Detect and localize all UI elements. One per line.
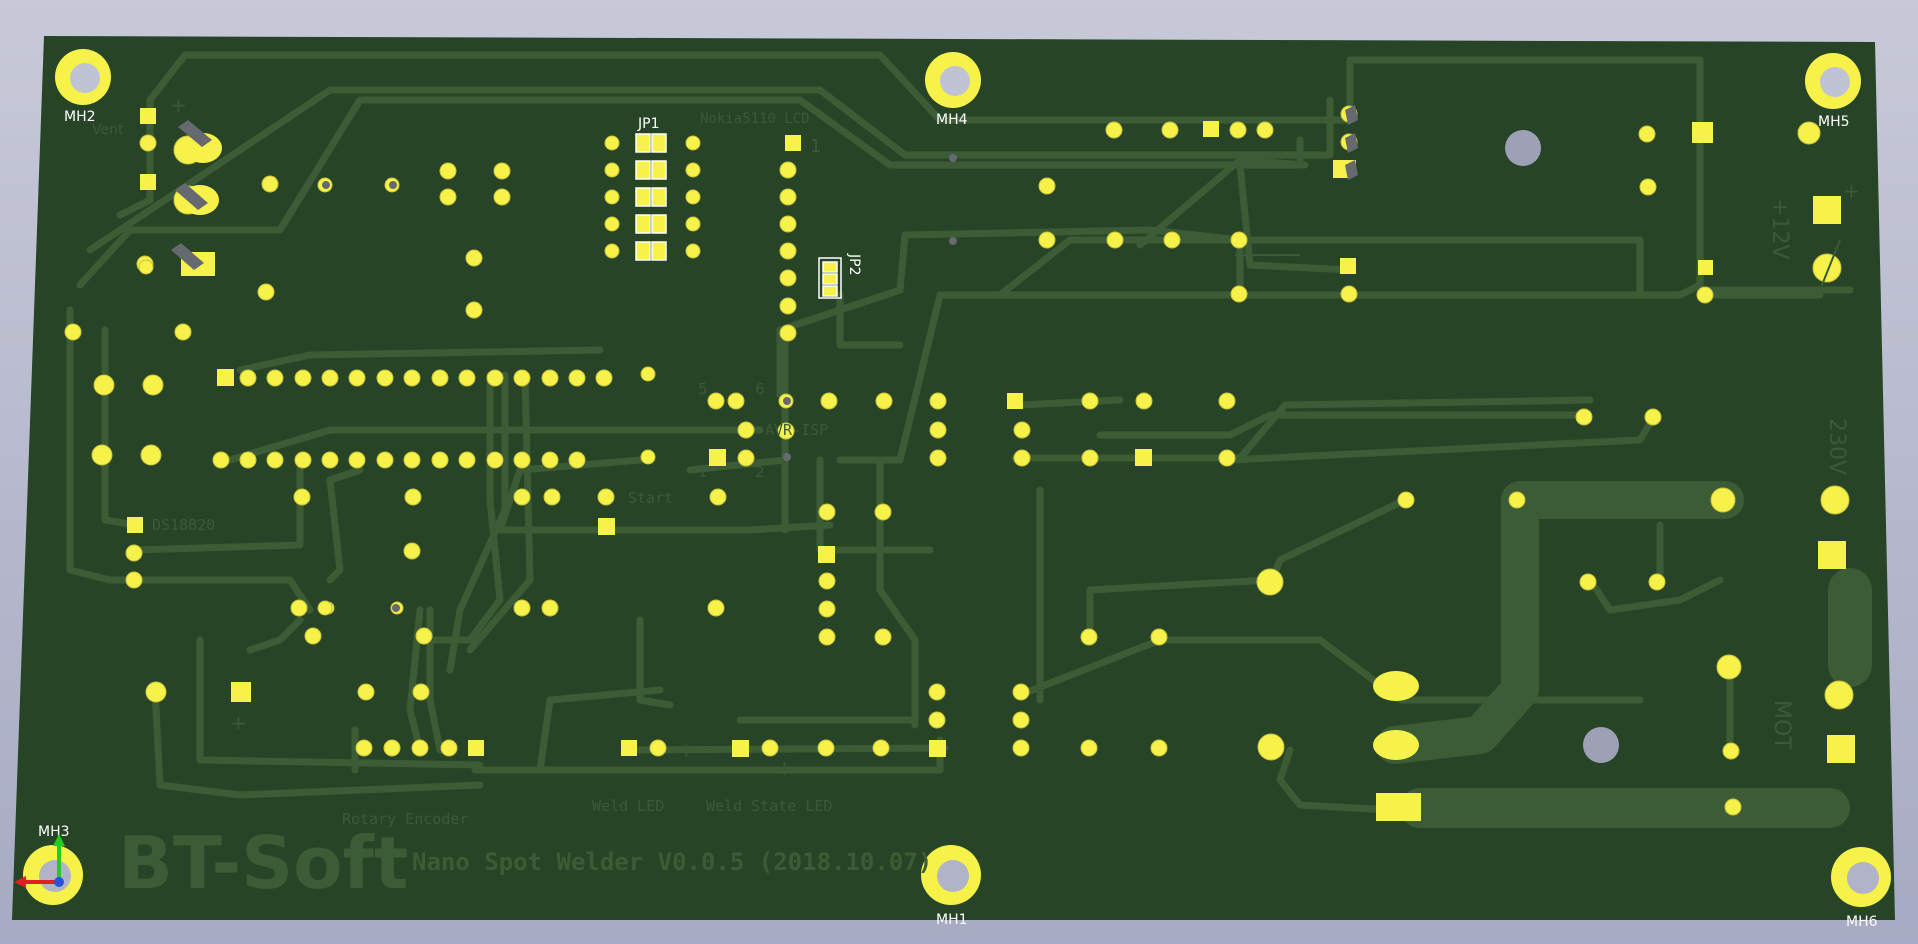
vent-label: Vent bbox=[92, 122, 124, 138]
plus-label: + bbox=[776, 756, 793, 780]
v230-label: 230V bbox=[1824, 418, 1849, 475]
mh4-label: MH4 bbox=[936, 112, 968, 128]
mh6-label: MH6 bbox=[1846, 914, 1878, 930]
mot-label: MOT bbox=[1769, 700, 1794, 750]
jumper-pads bbox=[635, 133, 842, 299]
plus-label: + bbox=[170, 93, 187, 117]
mounting-hole-mh3 bbox=[23, 845, 83, 905]
mounting-hole-mh4 bbox=[925, 52, 981, 108]
mounting-hole-mh2 bbox=[55, 49, 111, 105]
mh3-label: MH3 bbox=[38, 824, 70, 840]
axis-gizmo-icon[interactable] bbox=[14, 834, 65, 888]
mh5-label: MH5 bbox=[1818, 114, 1850, 130]
ds18b20-label: DS18B20 bbox=[152, 516, 215, 534]
round-pads bbox=[64, 105, 1854, 816]
non-plated-hole bbox=[1583, 727, 1619, 763]
pcb-board bbox=[12, 36, 1895, 920]
mounting-hole-mh1 bbox=[921, 845, 981, 905]
isp-pin1-label: 1 bbox=[698, 463, 708, 481]
mounting-hole-mh5 bbox=[1805, 53, 1861, 109]
component-leads bbox=[171, 105, 1358, 612]
jp2-label: JP2 bbox=[846, 253, 862, 275]
v12-label: +12V bbox=[1767, 198, 1792, 259]
board-logo: BT-Soft bbox=[118, 821, 408, 905]
isp-pin2-label: 2 bbox=[755, 463, 765, 481]
jp1-label: JP1 bbox=[637, 116, 659, 132]
plus-label: + bbox=[1843, 179, 1860, 203]
square-pads bbox=[127, 108, 1855, 821]
isp-pin6-label: 6 bbox=[755, 380, 765, 398]
isp-pin5-label: 5 bbox=[698, 380, 708, 398]
lcd-pin1-label: 1 bbox=[810, 136, 821, 157]
board-title: Nano Spot Welder V0.0.5 (2018.10.07) bbox=[412, 848, 932, 876]
weld-state-led-label: Weld State LED bbox=[706, 797, 832, 815]
non-plated-hole bbox=[1505, 130, 1541, 166]
mh1-label: MH1 bbox=[936, 912, 968, 928]
mh2-label: MH2 bbox=[64, 109, 96, 125]
power-traces bbox=[1376, 481, 1872, 828]
mounting-hole-mh6 bbox=[1831, 847, 1891, 907]
plus-label: + bbox=[678, 738, 695, 762]
silkscreen-lines bbox=[1235, 239, 1841, 560]
weld-led-label: Weld LED bbox=[592, 797, 664, 815]
start-label: Start bbox=[628, 489, 673, 507]
lcd-label: Nokia5110 LCD bbox=[700, 111, 810, 127]
rotary-encoder-label: Rotary Encoder bbox=[342, 810, 468, 828]
avr-isp-label: AVR-ISP bbox=[765, 421, 828, 439]
plus-label: + bbox=[230, 711, 247, 735]
